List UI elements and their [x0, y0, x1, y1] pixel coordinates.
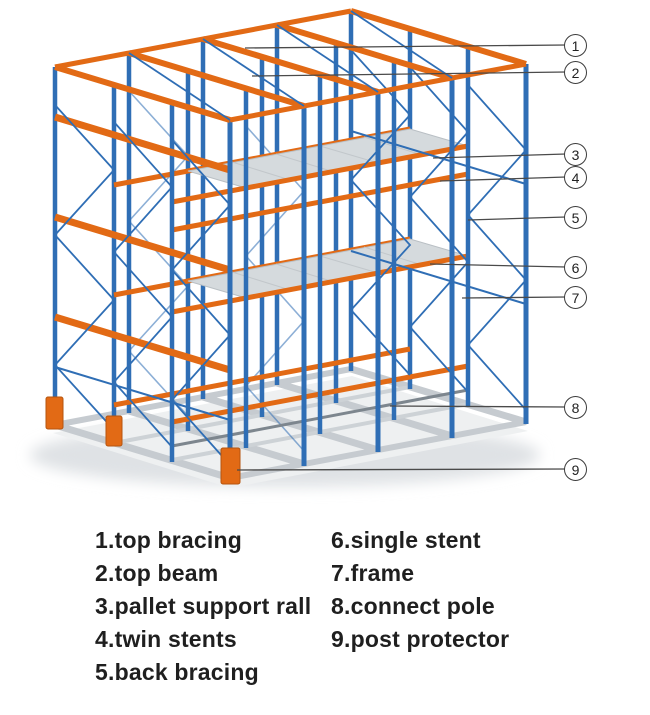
- post-protectors: [45, 396, 241, 485]
- leader-line-6: [429, 263, 567, 268]
- callout-8: 8: [564, 396, 587, 419]
- callout-4-number: 4: [571, 169, 580, 186]
- leader-line-4: [439, 176, 567, 182]
- callout-9-number: 9: [571, 461, 580, 478]
- callout-3-number: 3: [571, 146, 580, 163]
- callout-1: 1: [564, 34, 587, 57]
- leader-line-2: [251, 71, 567, 77]
- legend-item-5: 5.back bracing: [95, 659, 259, 685]
- leader-line-5: [467, 216, 567, 221]
- legend-column-left: 1.top bracing 2.top beam 3.pallet suppor…: [95, 524, 331, 689]
- top-beams: [54, 8, 527, 123]
- callout-2-number: 2: [571, 64, 580, 81]
- callout-7: 7: [564, 286, 587, 309]
- callout-1-number: 1: [571, 37, 580, 54]
- legend-item-3: 3.pallet support rall: [95, 593, 312, 619]
- callout-7-number: 7: [571, 289, 580, 306]
- left-face-beams: [53, 113, 232, 374]
- leader-line-7: [461, 296, 567, 299]
- legend-item-4: 4.twin stents: [95, 626, 237, 652]
- callout-5: 5: [564, 206, 587, 229]
- callout-8-number: 8: [571, 399, 580, 416]
- legend-item-1: 1.top bracing: [95, 527, 243, 553]
- leader-lines: [236, 44, 567, 471]
- legend-item-9: 9.post protector: [331, 626, 510, 652]
- legend-column-right: 6.single stent 7.frame 8.connect pole 9.…: [331, 524, 509, 689]
- legend-item-8: 8.connect pole: [331, 593, 495, 619]
- callout-2: 2: [564, 61, 587, 84]
- leader-line-1: [244, 44, 567, 49]
- callout-9: 9: [564, 458, 587, 481]
- pallet-decks: [187, 128, 469, 299]
- callout-6: 6: [564, 256, 587, 279]
- leader-line-3: [432, 153, 567, 159]
- leader-line-8: [389, 405, 567, 408]
- callout-6-number: 6: [571, 259, 580, 276]
- callout-4: 4: [564, 166, 587, 189]
- top-bracing: [128, 10, 453, 121]
- rack-illustration: [30, 8, 567, 488]
- uprights-front-row: [227, 64, 529, 480]
- legend-item-7: 7.frame: [331, 560, 415, 586]
- leader-line-9: [236, 468, 567, 471]
- left-face-bracing: [53, 104, 232, 466]
- callout-5-number: 5: [571, 209, 580, 226]
- legend-item-6: 6.single stent: [331, 527, 481, 553]
- legend-item-2: 2.top beam: [95, 560, 219, 586]
- callout-3: 3: [564, 143, 587, 166]
- legend: 1.top bracing 2.top beam 3.pallet suppor…: [95, 524, 509, 689]
